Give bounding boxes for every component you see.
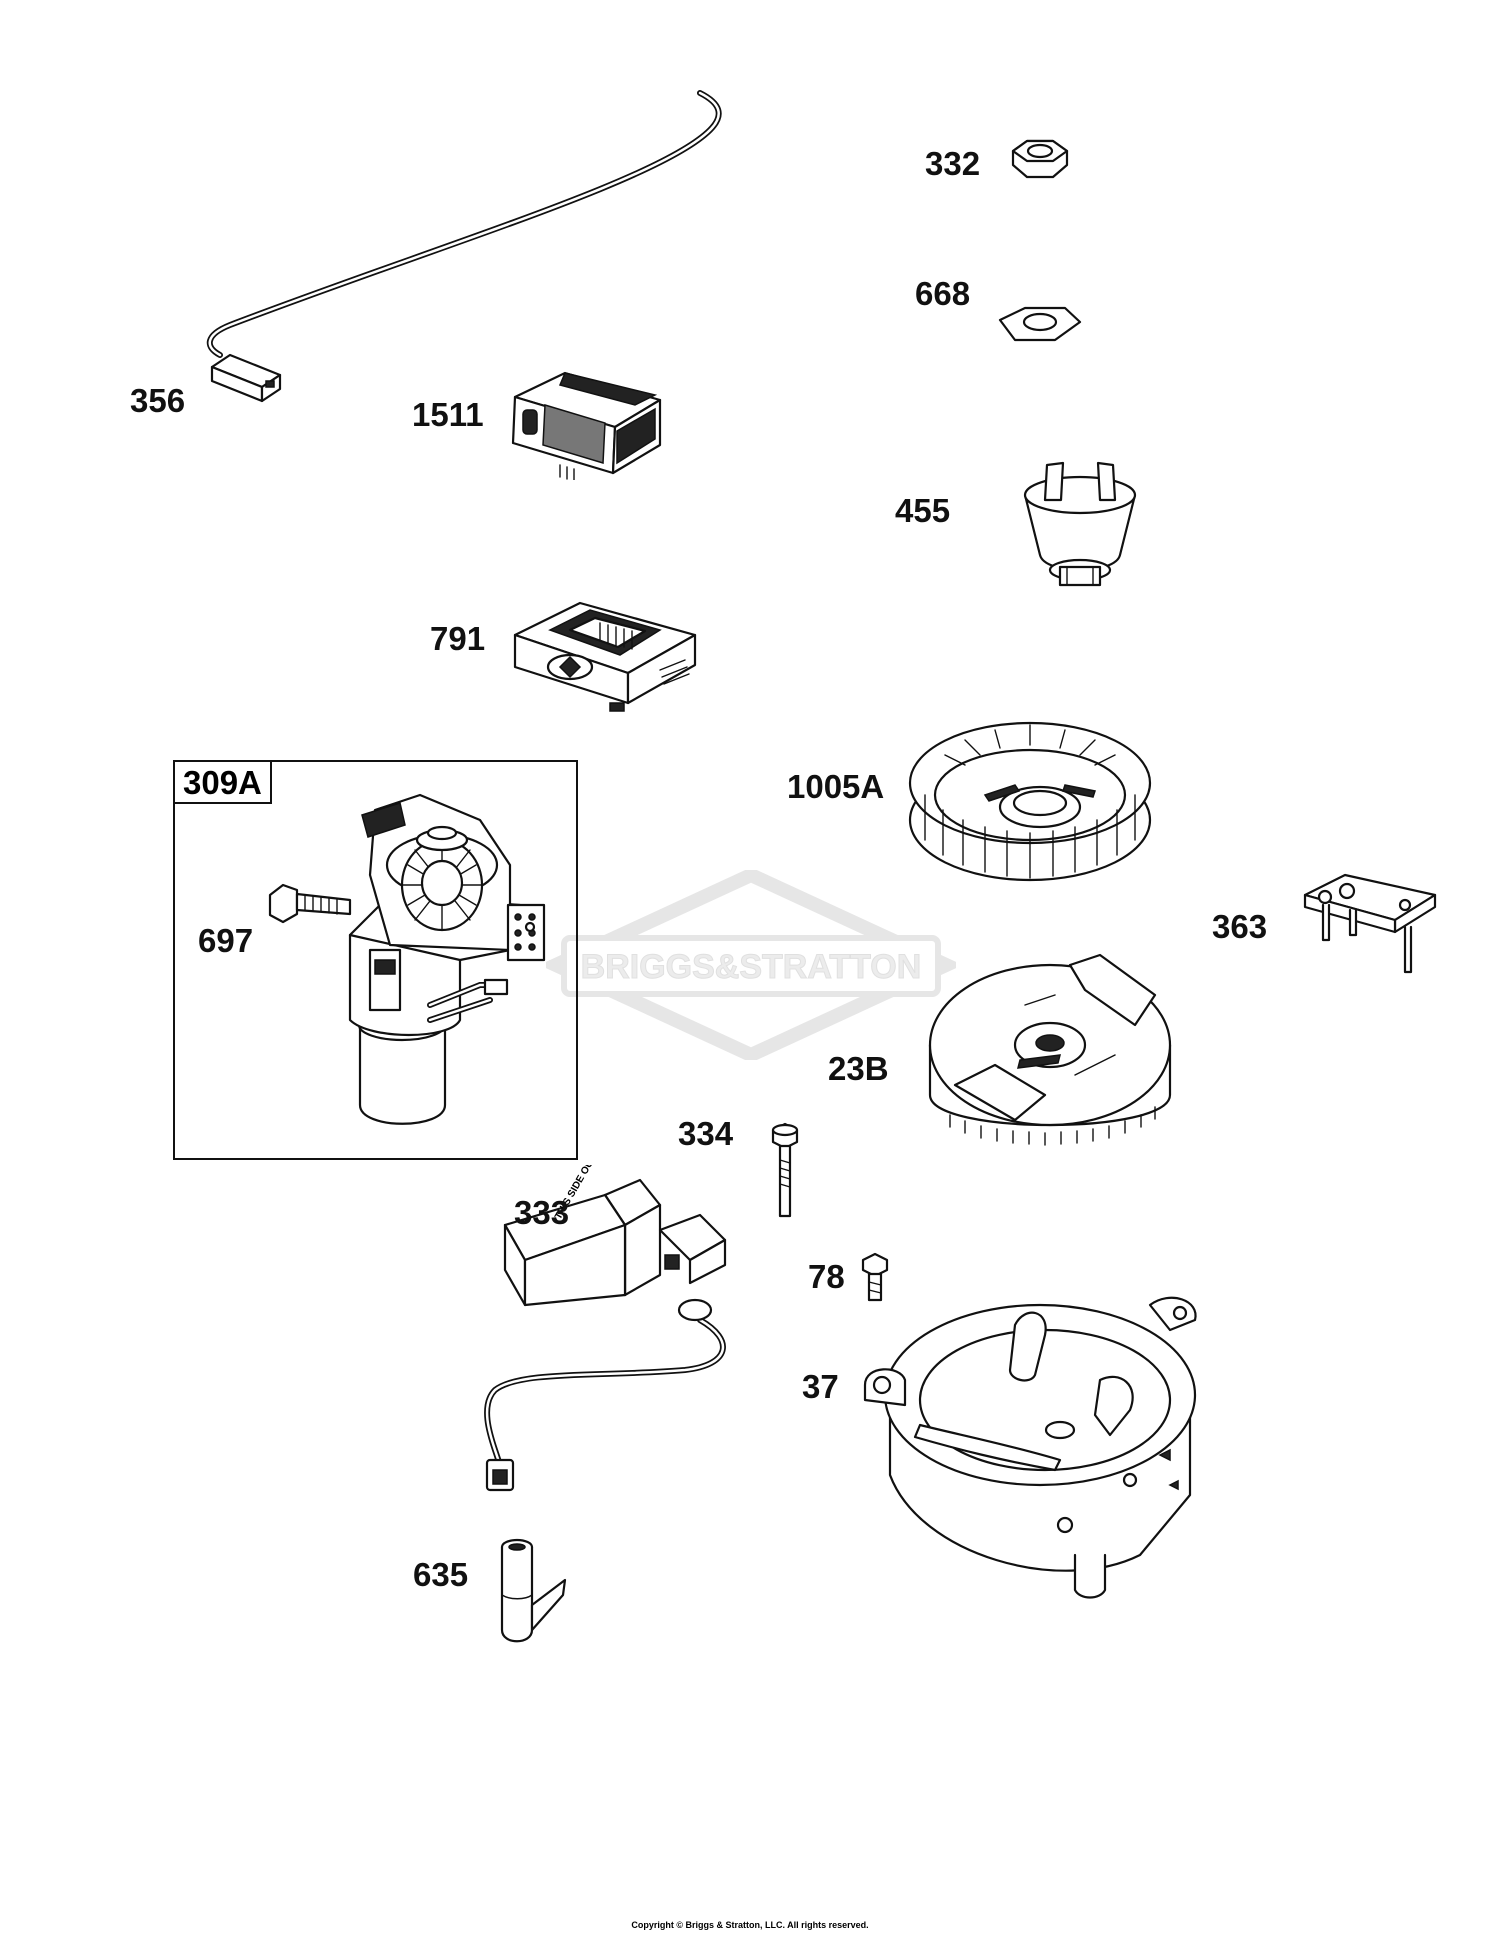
part-363-bracket xyxy=(1303,873,1437,974)
part-37-blower-housing xyxy=(863,1296,1197,1599)
label-668: 668 xyxy=(915,275,971,312)
part-455-starter-cup xyxy=(1023,461,1137,587)
part-1511-battery xyxy=(511,371,662,480)
part-697-screw xyxy=(268,883,352,924)
part-668-washer xyxy=(998,306,1082,342)
label-1005A: 1005A xyxy=(787,768,885,805)
part-332-nut xyxy=(1011,139,1069,179)
label-37: 37 xyxy=(802,1368,839,1405)
part-635-boot xyxy=(500,1538,567,1643)
part-309A-starter-motor xyxy=(348,793,546,1125)
part-78-screw xyxy=(861,1252,889,1302)
label-1511: 1511 xyxy=(412,396,484,433)
label-791: 791 xyxy=(430,620,486,657)
label-635: 635 xyxy=(413,1556,469,1593)
part-334-screw xyxy=(771,1122,799,1218)
label-356: 356 xyxy=(130,382,186,419)
label-23B: 23B xyxy=(828,1050,889,1087)
part-791-charger xyxy=(513,601,697,712)
kit-309A-label: 309A xyxy=(175,762,272,804)
part-1005A-fan xyxy=(908,721,1152,882)
label-333: 333 xyxy=(514,1194,570,1231)
label-334: 334 xyxy=(678,1115,734,1152)
part-333-armature: THIS SIDE OUT xyxy=(484,1165,727,1492)
gear-icon xyxy=(400,838,484,932)
label-455: 455 xyxy=(895,492,951,529)
label-697: 697 xyxy=(198,922,254,959)
part-356-wire xyxy=(206,90,722,403)
connector-icon xyxy=(210,353,282,403)
label-363: 363 xyxy=(1212,908,1268,945)
label-78: 78 xyxy=(808,1258,845,1295)
kit-309A-box: 309A xyxy=(173,760,578,1160)
part-23B-flywheel xyxy=(928,953,1172,1146)
label-332: 332 xyxy=(925,145,981,182)
watermark-text: BRIGGS&STRATTON xyxy=(581,948,922,986)
copyright-notice: Copyright © Briggs & Stratton, LLC. All … xyxy=(631,1920,869,1930)
briggs-stratton-watermark: BRIGGS&STRATTON xyxy=(546,870,956,1060)
